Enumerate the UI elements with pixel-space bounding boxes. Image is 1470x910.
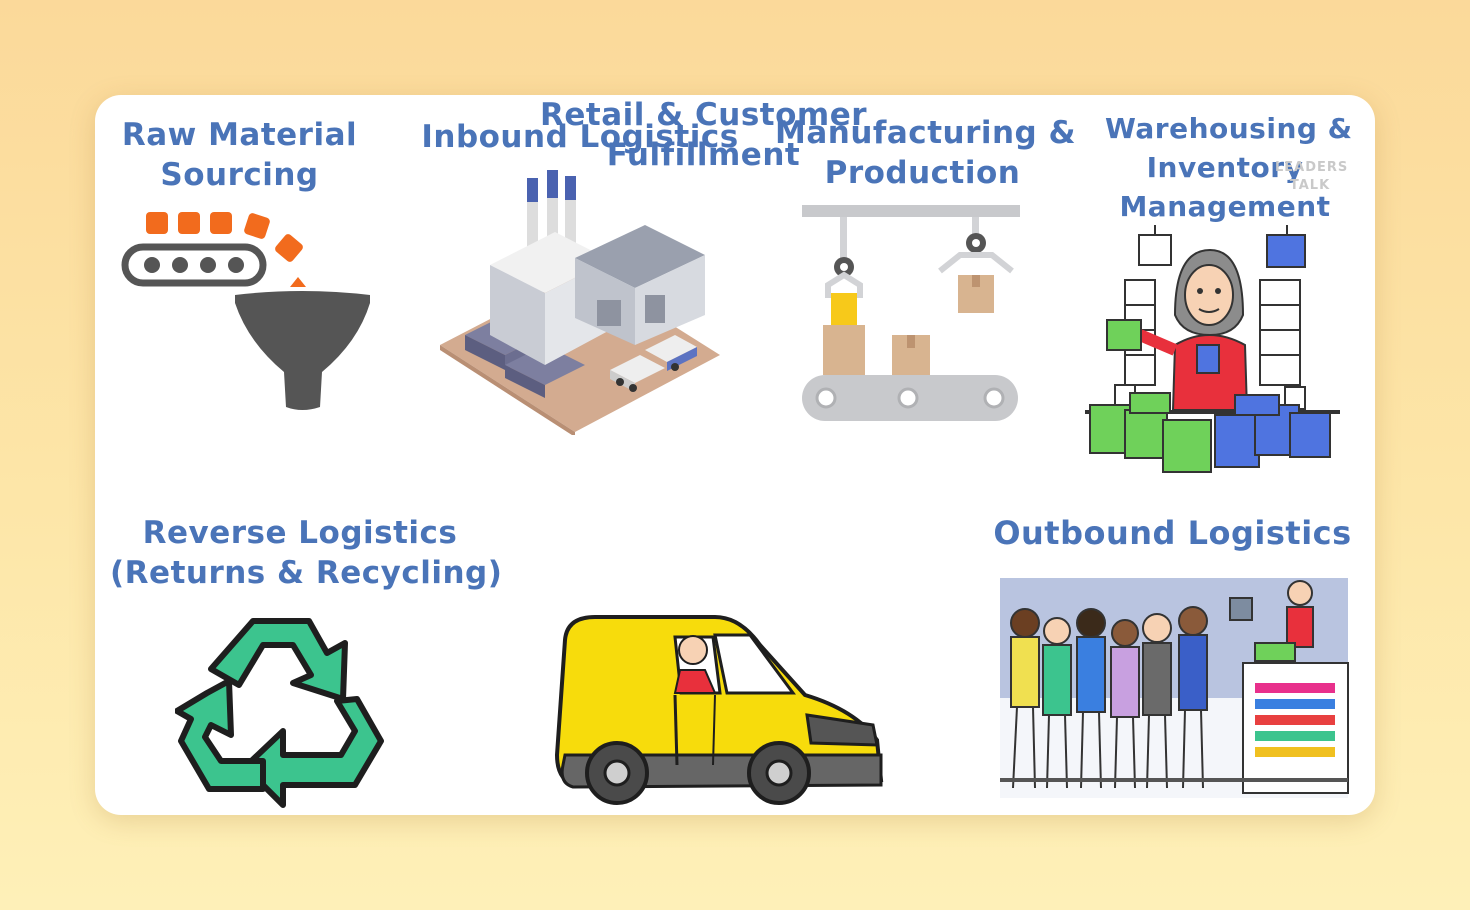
label-raw-material: Raw Material Sourcing [121,117,358,194]
label-warehousing: Warehousing & Inventory Management [1105,112,1353,224]
label-inbound: Inbound Logistics [421,119,739,155]
label-outbound: Outbound Logistics [993,514,1352,552]
conveyor-funnel-icon [121,212,370,410]
delivery-van-icon [555,615,884,805]
assembly-line-icon [802,205,1020,421]
warehouse-worker-icon [1085,225,1340,473]
recycle-icon [175,618,384,808]
label-reverse: Reverse Logistics (Returns & Recycling) [110,515,503,592]
watermark-logo: LEADERS TALK [1275,160,1349,193]
label-retail: Retail & Customer Fulfillment [540,97,868,174]
label-manufacturing: Manufacturing & Production [775,115,1077,192]
store-checkout-queue-icon [1000,578,1349,798]
factory-icon [440,170,720,435]
supply-chain-card: Raw Material Sourcing Inbound Logistics [95,95,1375,815]
